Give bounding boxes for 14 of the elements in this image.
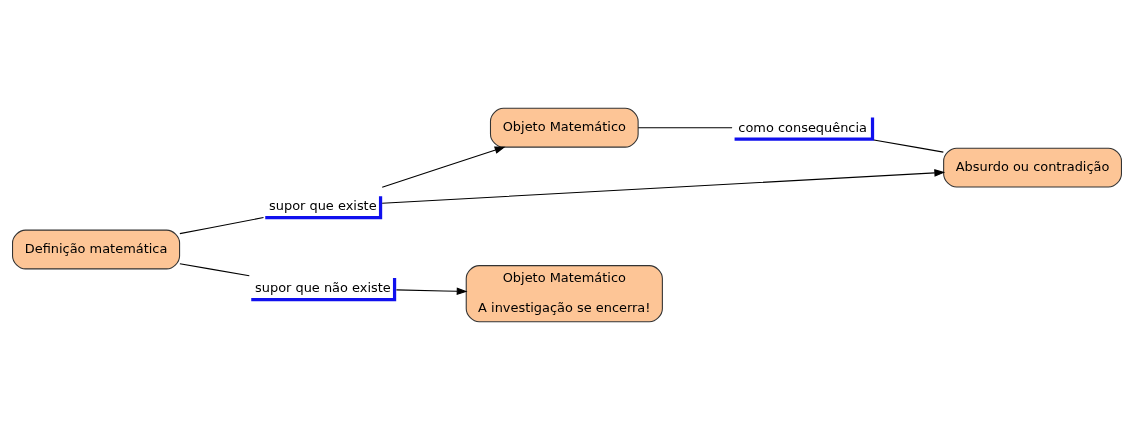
node-box: Absurdo ou contradição — [943, 147, 1122, 188]
connector — [873, 139, 944, 153]
connector — [179, 263, 250, 277]
node-box: Definição matemática — [12, 229, 181, 270]
node-box: Objeto Matemático — [489, 107, 639, 148]
arrow — [395, 287, 468, 296]
node-text: supor que não existe — [255, 280, 391, 296]
arrow — [381, 169, 946, 204]
arrow — [381, 146, 506, 188]
node-box: Objeto Matemático A investigação se encerra! — [465, 265, 663, 323]
node-text: como consequência — [738, 119, 867, 135]
connector — [179, 217, 265, 235]
node-text: supor que existe — [269, 198, 377, 214]
connector — [637, 127, 733, 129]
